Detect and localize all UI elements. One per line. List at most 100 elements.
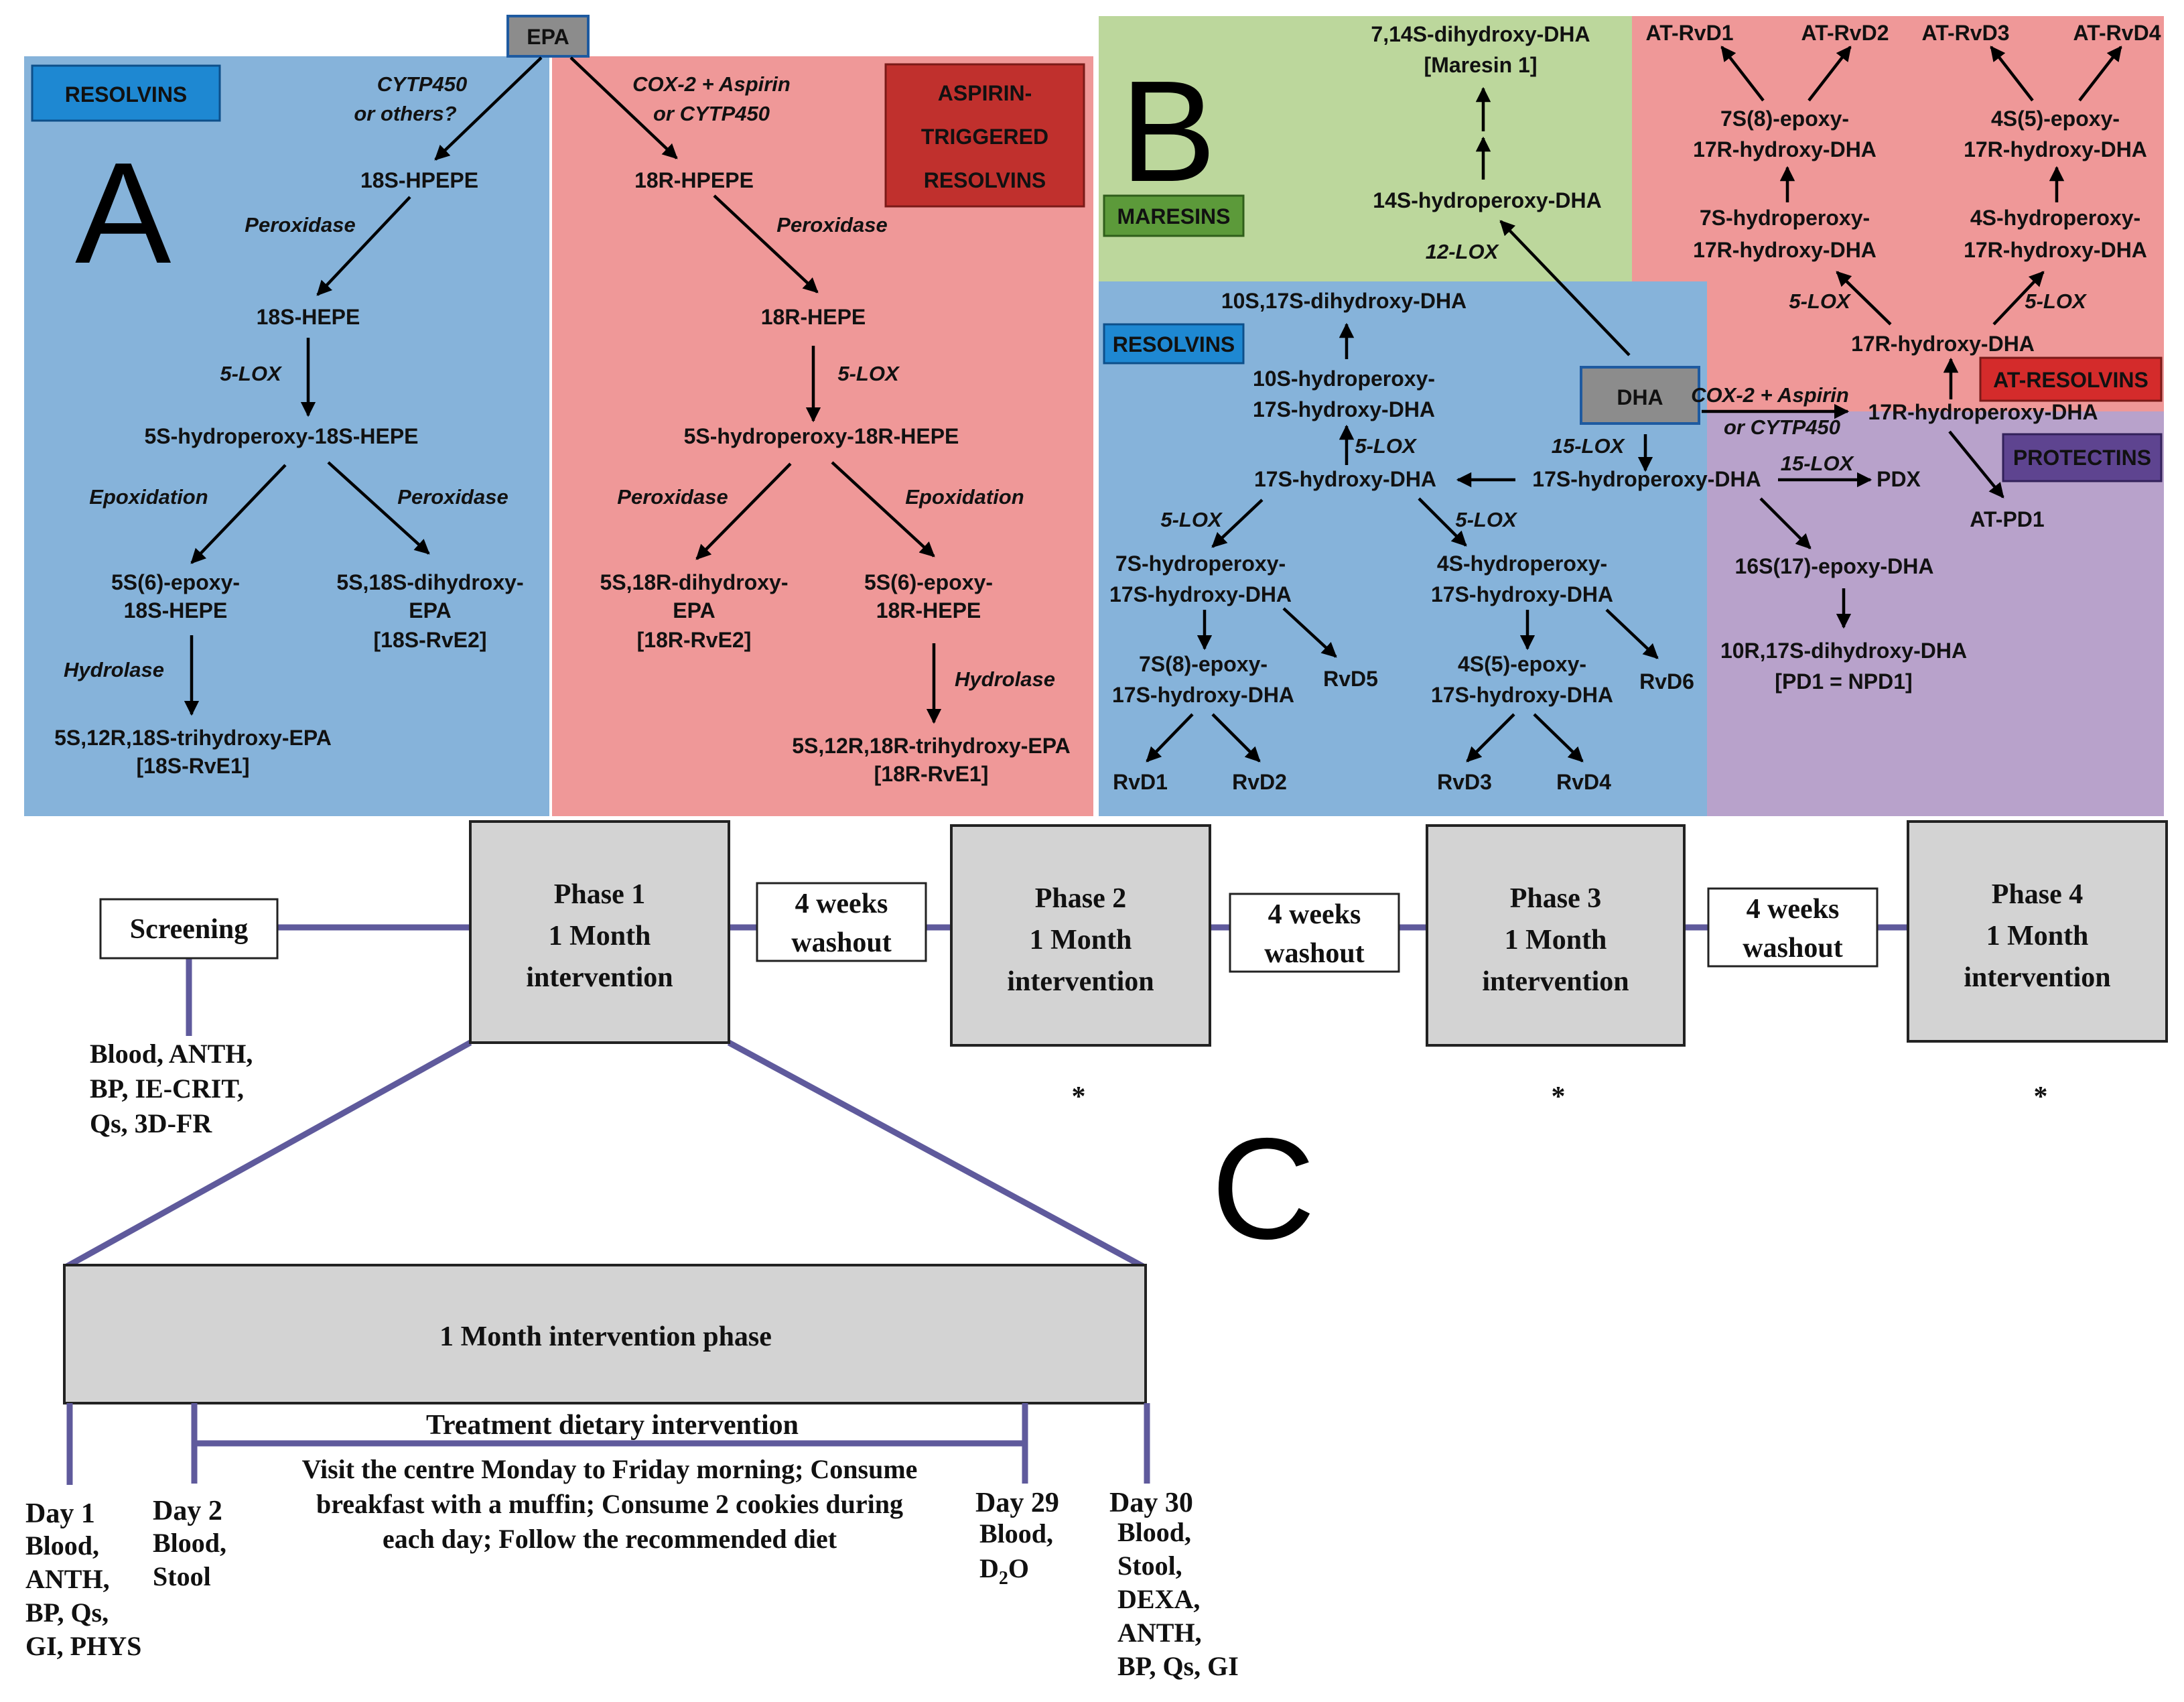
node-rvd6: RvD6	[1639, 669, 1694, 694]
aspirin-tag-line-3: RESOLVINS	[924, 168, 1046, 192]
treatment-label: Treatment dietary intervention	[426, 1410, 799, 1441]
node-rvd2: RvD2	[1232, 770, 1287, 794]
node-rvd5: RvD5	[1323, 667, 1378, 691]
enz-5lox-4s: 5-LOX	[1455, 508, 1518, 531]
day29-o: O	[1008, 1553, 1029, 1583]
day30-item-2: Stool,	[1117, 1551, 1182, 1581]
arrow-to-rvd4	[1533, 713, 1584, 763]
washout-3-box	[1707, 887, 1879, 968]
enz-cyp-left-1: CYTP450	[377, 72, 467, 96]
node-at-rvd2: AT-RvD2	[1801, 21, 1889, 45]
node-at-4s-hydroperoxy-2: 17R-hydroxy-DHA	[1964, 238, 2147, 262]
washout-1-box	[756, 882, 927, 962]
phase-3-line1: Phase 3	[1510, 883, 1602, 914]
arrow-to-7s-hydroperoxy	[1211, 499, 1264, 548]
node-5s18s-dihydroxy-3: [18S-RvE2]	[374, 628, 487, 652]
arrow-to-16s17-epoxy	[1759, 497, 1812, 549]
node-5s18r-dihydroxy-3: [18R-RvE2]	[637, 628, 752, 652]
zoom-line-right	[727, 1040, 1148, 1270]
arrow-to-rvd2	[1211, 713, 1261, 763]
node-at-4s5-epoxy-2: 17R-hydroxy-DHA	[1964, 137, 2147, 161]
day1-label: Day 1	[25, 1498, 95, 1529]
dha-node	[1580, 366, 1700, 425]
aspirin-tag-line-2: TRIGGERED	[921, 125, 1048, 149]
node-4s-hydroperoxy-2: 17S-hydroxy-DHA	[1431, 582, 1613, 606]
phase-3-box	[1426, 824, 1686, 1047]
enz-15lox: 15-LOX	[1552, 434, 1626, 458]
enz-15lox-pdx: 15-LOX	[1781, 452, 1855, 475]
node-at-pd1: AT-PD1	[1970, 507, 2044, 531]
enz-perox-right: Peroxidase	[776, 213, 887, 237]
enz-5lox-left: 5-LOX	[220, 362, 283, 385]
enz-hydrolase-left: Hydrolase	[64, 658, 164, 681]
node-5s-hydroperoxy-18r: 5S-hydroperoxy-18R-HEPE	[684, 424, 959, 448]
intervention-phase-label: 1 Month intervention phase	[439, 1321, 772, 1352]
node-rvd3: RvD3	[1437, 770, 1492, 794]
zoom-line-left	[62, 1040, 472, 1270]
phase-1-box	[469, 820, 730, 1044]
arrow-to-5s6-epoxy-18r	[831, 461, 935, 558]
washout-3-line1: 4 weeks	[1747, 894, 1840, 925]
phase-2-line3: intervention	[1007, 966, 1154, 997]
day30-item-5: BP, Qs, GI	[1117, 1651, 1239, 1681]
day29-item-2: D2O	[979, 1553, 1029, 1589]
arrow-to-5s6-epoxy-18s	[190, 464, 287, 564]
phase-1: Phase 1 1 Month intervention	[469, 820, 730, 1044]
enz-perox2-left: Peroxidase	[397, 485, 508, 509]
arrow-to-rvd6	[1605, 608, 1659, 659]
day1-item-1: Blood,	[25, 1530, 99, 1561]
node-7s8-epoxy-1: 7S(8)-epoxy-	[1139, 652, 1268, 676]
screening-measures-3: Qs, 3D-FR	[90, 1108, 212, 1138]
phase-3-line3: intervention	[1482, 966, 1629, 997]
phase-3-line2: 1 Month	[1505, 925, 1607, 956]
resolvins-tag-b	[1103, 323, 1245, 365]
arrow-epa-to-18r-hpepe	[569, 56, 678, 159]
at-resolvins-tag	[1979, 356, 2163, 402]
node-at-rvd4: AT-RvD4	[2073, 21, 2161, 45]
screening-measures-1: Blood, ANTH,	[90, 1039, 253, 1069]
node-14s-hydroperoxy: 14S-hydroperoxy-DHA	[1373, 188, 1601, 212]
node-rvd1: RvD1	[1113, 770, 1168, 794]
enz-cox-dha-1: COX-2 + Aspirin	[1691, 383, 1849, 407]
enz-cox-right-1: COX-2 + Aspirin	[632, 72, 791, 96]
day2-item-2: Stool	[153, 1561, 211, 1591]
panel-label-c: C	[1211, 1108, 1315, 1269]
node-5s18r-dihydroxy-1: 5S,18R-dihydroxy-	[600, 570, 789, 594]
enz-epox-left: Epoxidation	[89, 485, 208, 509]
phase-4-box	[1907, 820, 2168, 1043]
enz-cox-dha-2: or CYTP450	[1724, 415, 1840, 439]
node-18r-trihydroxy-2: [18R-RvE1]	[874, 762, 989, 786]
screening-box	[99, 898, 279, 960]
screening-measures-2: BP, IE-CRIT,	[90, 1073, 244, 1104]
node-7s8-epoxy-2: 17S-hydroxy-DHA	[1112, 683, 1294, 707]
day29-item-1: Blood,	[979, 1518, 1053, 1549]
asterisk-phase-2: *	[1072, 1082, 1086, 1112]
panel-label-b: B	[1120, 50, 1216, 212]
node-5s18s-dihydroxy-1: 5S,18S-dihydroxy-	[336, 570, 523, 594]
node-at-7s8-epoxy-2: 17R-hydroxy-DHA	[1693, 137, 1876, 161]
arrow-to-rvd3	[1466, 713, 1515, 763]
enz-cox-right-2: or CYTP450	[653, 102, 770, 125]
enz-5lox-7s: 5-LOX	[1160, 508, 1223, 531]
panel-b-maresins-background	[1099, 16, 1632, 281]
washout-2-box	[1229, 893, 1400, 973]
node-5s6-epoxy-18s-2: 18S-HEPE	[124, 598, 228, 623]
enz-5lox-at-7: 5-LOX	[1789, 289, 1852, 313]
node-5s18r-dihydroxy-2: EPA	[673, 598, 715, 623]
phase-1-line3: intervention	[526, 962, 673, 993]
node-17s-hydroxy: 17S-hydroxy-DHA	[1254, 467, 1436, 491]
phase-4-line2: 1 Month	[1986, 921, 2089, 952]
node-pdx: PDX	[1876, 467, 1921, 491]
day1-item-3: BP, Qs,	[25, 1597, 109, 1628]
enz-12lox: 12-LOX	[1426, 240, 1500, 263]
node-16s17-epoxy: 16S(17)-epoxy-DHA	[1735, 554, 1934, 578]
node-17r-hydroxy: 17R-hydroxy-DHA	[1851, 332, 2035, 356]
arrow-to-4s-hydroperoxy	[1418, 497, 1467, 547]
node-10s-hydroperoxy-1: 10S-hydroperoxy-	[1253, 367, 1435, 391]
phase-4-line3: intervention	[1964, 962, 2110, 993]
node-10s-hydroperoxy-2: 17S-hydroxy-DHA	[1253, 397, 1435, 421]
arrow-18r-hpepe-to-hepe	[713, 194, 819, 293]
node-pd1-2: [PD1 = NPD1]	[1775, 669, 1912, 694]
epa-label: EPA	[527, 25, 569, 49]
